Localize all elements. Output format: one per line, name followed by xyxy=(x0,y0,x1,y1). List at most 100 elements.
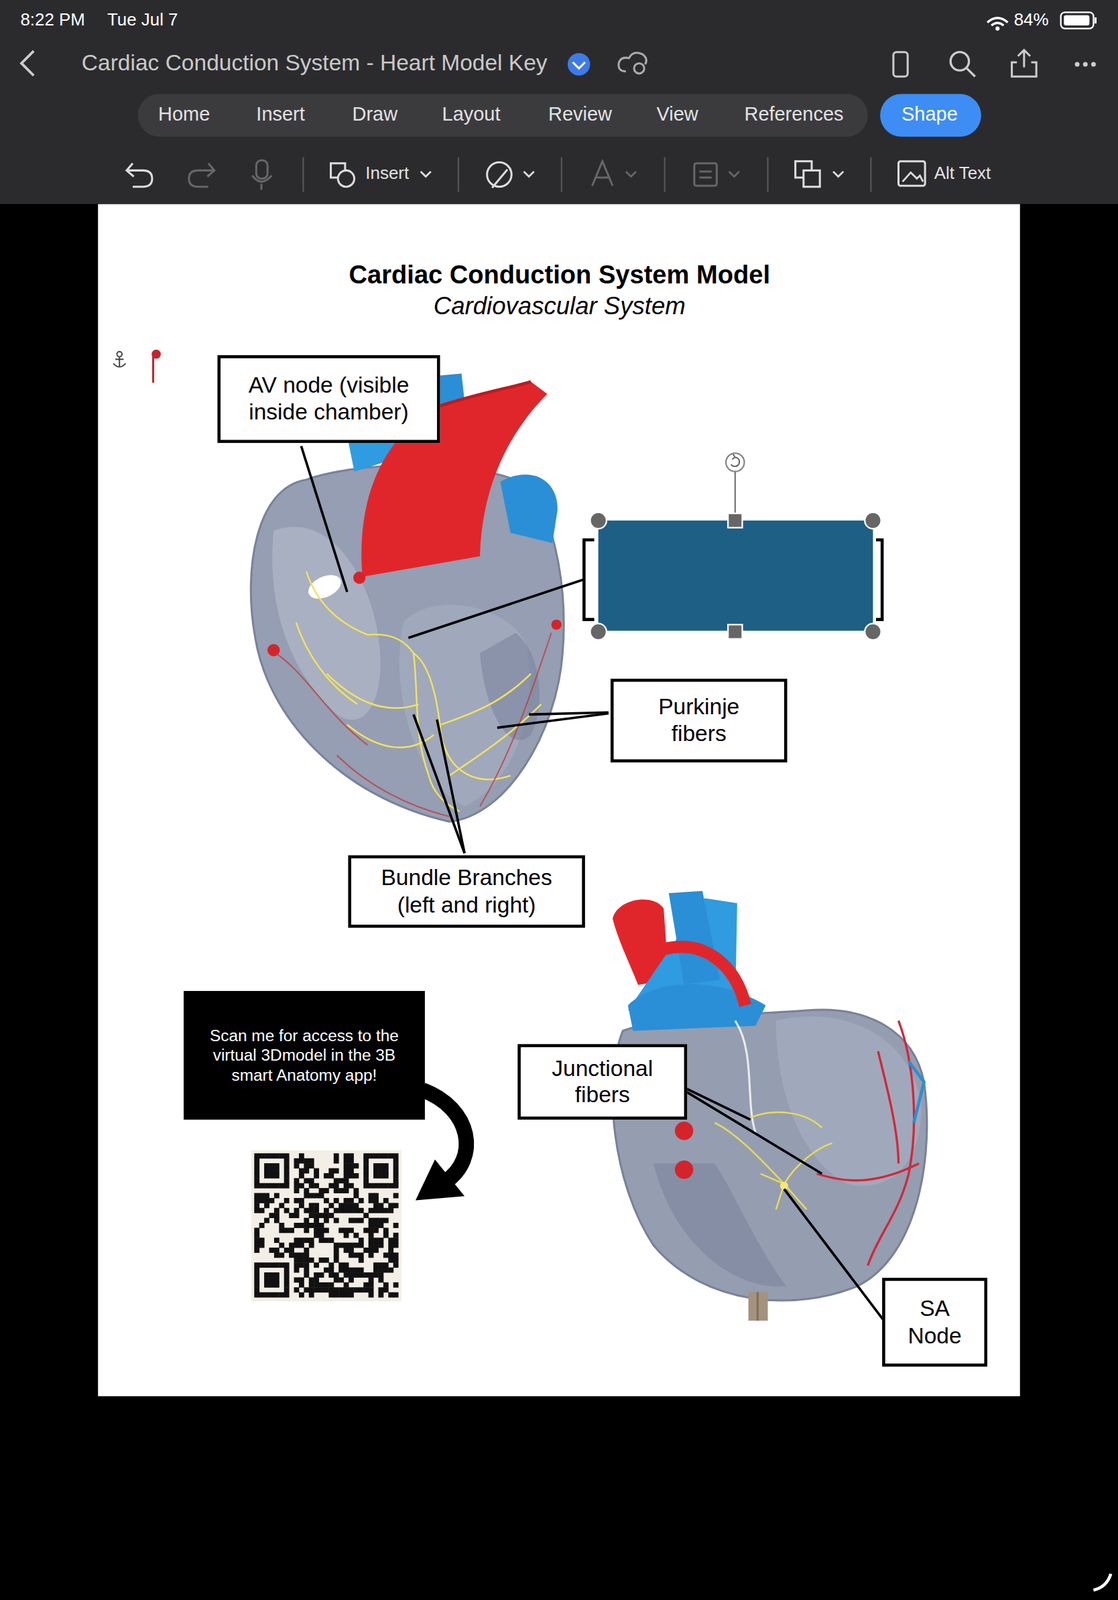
qr-module xyxy=(288,1248,295,1254)
qr-module xyxy=(269,1183,275,1190)
qr-module xyxy=(294,1277,300,1283)
qr-module xyxy=(254,1287,260,1293)
qr-module xyxy=(254,1277,260,1283)
qr-module xyxy=(264,1183,270,1190)
qr-module xyxy=(333,1292,340,1299)
toolbar-button: Alt Text xyxy=(934,163,991,184)
qr-module xyxy=(348,1227,354,1234)
qr-module xyxy=(353,1233,359,1239)
qr-module xyxy=(343,1158,350,1165)
qr-module xyxy=(294,1158,300,1165)
box-text: SA Node xyxy=(904,1295,966,1350)
qr-module xyxy=(298,1282,305,1289)
qr-module xyxy=(383,1227,389,1234)
qr-module xyxy=(323,1227,330,1234)
screen-graphic xyxy=(1083,61,1088,67)
qr-module xyxy=(368,1277,375,1283)
qr-module xyxy=(348,1153,354,1159)
qr-module xyxy=(308,1277,315,1283)
qr-module xyxy=(319,1188,325,1194)
qr-module xyxy=(348,1208,354,1214)
screen-graphic xyxy=(567,52,591,76)
qr-module xyxy=(378,1262,384,1269)
qr-module xyxy=(348,1277,354,1283)
qr-module xyxy=(319,1193,325,1200)
qr-module xyxy=(393,1282,399,1289)
qr-module xyxy=(278,1243,285,1249)
box-text: Purkinje fibers xyxy=(642,693,756,748)
qr-module xyxy=(378,1168,384,1175)
screen-graphic xyxy=(668,891,720,986)
screen-graphic xyxy=(817,1020,919,1267)
qr-module xyxy=(373,1163,379,1169)
qr-module xyxy=(254,1248,260,1254)
qr-module xyxy=(274,1252,280,1259)
qr-module xyxy=(264,1153,270,1159)
qr-module xyxy=(259,1198,265,1204)
qr-module xyxy=(373,1198,379,1204)
qr-module xyxy=(393,1203,399,1209)
screen-graphic xyxy=(420,171,431,177)
qr-module xyxy=(284,1178,290,1184)
screen-graphic xyxy=(304,570,345,604)
document-subtitle: Cardiovascular System xyxy=(433,292,686,321)
qr-module xyxy=(333,1183,340,1190)
screen-graphic xyxy=(674,1122,694,1141)
qr-module xyxy=(348,1287,354,1293)
qr-module xyxy=(388,1243,394,1249)
screen-graphic xyxy=(987,18,1008,26)
qr-module xyxy=(358,1208,364,1214)
qr-module xyxy=(319,1272,325,1279)
qr-module xyxy=(393,1258,399,1264)
screen-graphic xyxy=(598,520,874,632)
qr-module xyxy=(368,1198,375,1204)
screen-graphic xyxy=(817,1164,919,1182)
qr-module xyxy=(348,1198,354,1204)
qr-module xyxy=(363,1168,369,1175)
qr-module xyxy=(298,1203,305,1209)
screen-graphic xyxy=(491,169,508,188)
qr-module xyxy=(368,1292,375,1299)
qr-module xyxy=(298,1153,305,1159)
qr-module xyxy=(343,1227,350,1234)
screen-graphic xyxy=(138,93,868,137)
qr-module xyxy=(284,1262,290,1269)
qr-module xyxy=(298,1243,305,1249)
callout-box: Purkinje fibers xyxy=(610,678,788,763)
qr-module xyxy=(373,1218,379,1224)
qr-module xyxy=(348,1248,354,1254)
qr-module xyxy=(363,1163,369,1169)
qr-module xyxy=(368,1237,375,1244)
qr-module xyxy=(303,1227,309,1234)
qr-module xyxy=(383,1208,389,1214)
qr-module xyxy=(308,1193,315,1200)
qr-module xyxy=(333,1188,340,1194)
qr-module xyxy=(284,1277,290,1283)
qr-module xyxy=(294,1252,300,1259)
screen-graphic xyxy=(151,349,161,360)
screen-graphic xyxy=(714,1112,832,1210)
qr-module xyxy=(313,1208,320,1214)
battery-level: 84% xyxy=(1014,10,1049,31)
qr-module xyxy=(363,1282,369,1289)
qr-module xyxy=(284,1168,290,1175)
qr-module xyxy=(328,1237,334,1244)
qr-module xyxy=(298,1237,305,1244)
screen-graphic xyxy=(760,1174,807,1210)
qr-module xyxy=(368,1183,375,1190)
screen-graphic xyxy=(748,1292,769,1322)
screen-graphic xyxy=(126,163,153,188)
qr-module xyxy=(284,1282,290,1289)
qr-module xyxy=(313,1233,320,1239)
qr-module xyxy=(264,1173,270,1179)
qr-module xyxy=(269,1292,275,1299)
qr-module xyxy=(278,1183,285,1190)
qr-module xyxy=(343,1168,350,1175)
qr-module xyxy=(254,1268,260,1274)
qr-module xyxy=(274,1248,280,1254)
screen-graphic xyxy=(437,719,465,854)
qr-module xyxy=(298,1262,305,1269)
qr-module xyxy=(343,1208,350,1214)
qr-module xyxy=(254,1227,260,1234)
qr-module xyxy=(274,1282,280,1289)
